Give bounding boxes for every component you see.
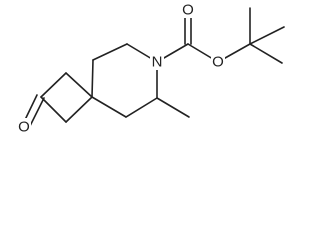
bond-c3-spiro <box>65 96 93 123</box>
bond-c2-o-a <box>28 97 45 129</box>
ketone-oxygen-label: O <box>18 119 30 136</box>
atom-label-nitrogen: N <box>150 53 164 71</box>
bond-quaternary-c-methyl-down <box>249 43 283 64</box>
bond-spiro-c1 <box>65 72 93 98</box>
bond-c2-c3 <box>40 96 67 123</box>
atom-label-carbonyl-o: O <box>181 2 195 19</box>
bond-ca-cb <box>92 43 128 61</box>
structural-formula: O N O O <box>17 2 285 136</box>
cyclobutane-ring <box>40 72 93 123</box>
ester-ether-oxygen-label: O <box>212 54 224 71</box>
nitrogen-label: N <box>152 54 163 71</box>
bond-c1-c2 <box>40 72 67 98</box>
bond-spiro-ca <box>91 59 94 98</box>
bond-cd-spiro <box>91 96 127 118</box>
atom-label-ether-o: O <box>211 53 225 71</box>
atom-label-ketone-o: O <box>17 118 31 136</box>
bond-cc-cd <box>125 97 158 118</box>
methyl-bond <box>156 97 190 118</box>
piperidine-ring <box>91 43 158 118</box>
ester-carbonyl-oxygen-label: O <box>182 2 194 19</box>
bond-quaternary-c-methyl-right <box>249 26 285 45</box>
